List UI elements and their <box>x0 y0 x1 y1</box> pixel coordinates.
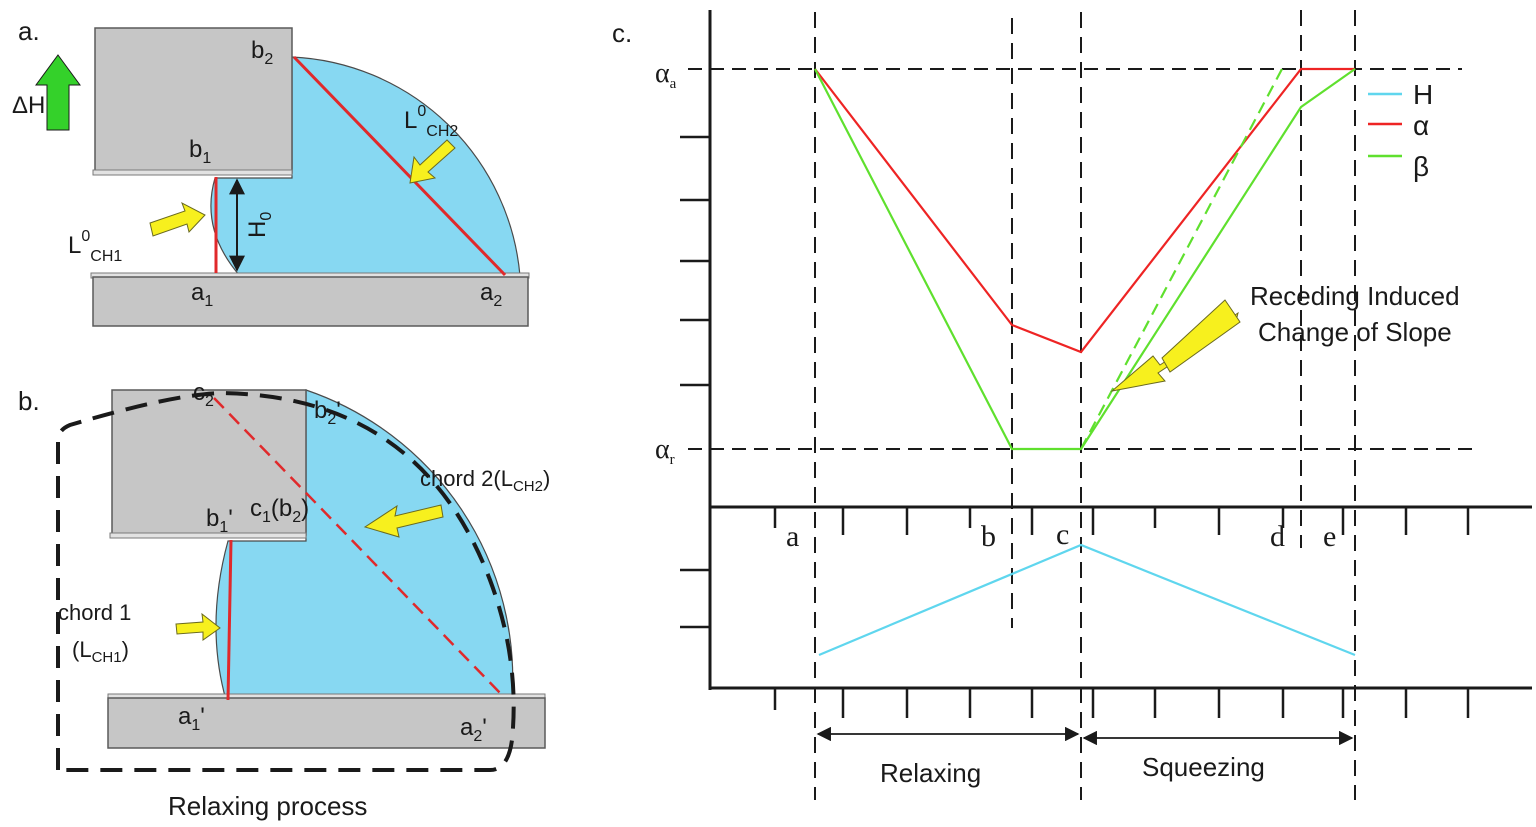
bottom-plate-b <box>107 697 546 749</box>
bottom-plate-a <box>92 276 529 327</box>
annotation-line2: Change of Slope <box>1258 317 1452 347</box>
beta-curve <box>814 68 1356 451</box>
mid-x-ticks <box>773 507 1470 535</box>
panel-c-label: c. <box>612 18 632 48</box>
label-a1: a1 <box>191 279 213 310</box>
bottom-x-ticks <box>773 688 1470 718</box>
alpha-a-label: αa <box>655 58 677 92</box>
label-b1-prime: b1' <box>206 505 233 536</box>
upper-y-ticks <box>680 135 710 629</box>
beta-extrapolation <box>1080 68 1283 450</box>
pointer-arrow-icon <box>363 504 444 538</box>
up-arrow-icon <box>35 54 81 131</box>
label-b2-prime: b2' <box>314 397 341 428</box>
panel-c: c. <box>612 10 1532 800</box>
caption-relaxing-process: Relaxing process <box>168 791 367 821</box>
stage-label-c: c <box>1056 518 1069 551</box>
chord-2-a <box>292 55 507 277</box>
label-b1: b1 <box>189 136 211 167</box>
panel-a: a. ΔH b2 b1 a1 a2 H0 L0CH1 L0CH2 <box>12 16 530 327</box>
label-c1-b2: c1(b2) <box>250 495 309 526</box>
label-chord-1-line1: chord 1 <box>58 600 131 625</box>
h-curve <box>818 543 1356 657</box>
alpha-curve <box>814 67 1355 354</box>
label-chord-2: chord 2(LCH2) <box>420 466 550 495</box>
panel-b: b. c2 b2' b1' c1(b2) chord 2(LCH2) chord… <box>18 379 550 821</box>
stage-label-b: b <box>981 520 996 553</box>
pointer-arrow-icon <box>409 139 456 184</box>
label-a2-prime: a2' <box>460 714 487 745</box>
legend-label-alpha: α <box>1413 110 1429 141</box>
label-b2: b2 <box>251 37 273 68</box>
legend-label-beta: β <box>1413 151 1429 182</box>
stage-label-d: d <box>1270 520 1285 553</box>
squeezing-label: Squeezing <box>1142 752 1265 782</box>
pointer-arrow-icon <box>1161 299 1241 373</box>
stage-label-a: a <box>786 520 799 553</box>
label-lch1: L0CH1 <box>68 228 122 265</box>
pointer-arrow-icon <box>175 612 221 641</box>
label-h0: H0 <box>244 212 275 238</box>
top-plate-b <box>111 389 307 536</box>
panel-a-label: a. <box>18 16 40 46</box>
label-a2: a2 <box>480 279 502 310</box>
legend: H α β <box>1368 79 1433 182</box>
stage-label-e: e <box>1323 520 1336 553</box>
chord-1-b <box>226 539 233 701</box>
liquid-bridge-b <box>215 389 514 701</box>
stage-lines <box>814 10 1356 800</box>
top-plate-texture-b <box>109 532 307 539</box>
dashed-outline-b <box>56 390 516 772</box>
top-plate-a <box>94 27 293 174</box>
label-lch2: L0CH2 <box>404 103 458 140</box>
label-a1-prime: a1' <box>178 703 205 734</box>
alpha-r-label: αr <box>655 434 675 468</box>
panel-b-label: b. <box>18 386 40 416</box>
liquid-bridge-a <box>210 56 521 277</box>
label-chord-1-line2: (LCH1) <box>72 637 129 666</box>
top-plate-texture-a <box>92 169 293 176</box>
pointer-arrow-icon <box>149 201 206 237</box>
annotation-line1: Receding Induced <box>1250 281 1460 311</box>
chord-2-b <box>213 397 503 696</box>
legend-label-h: H <box>1413 79 1433 110</box>
label-c2: c2 <box>193 379 214 410</box>
delta-h-label: ΔH <box>12 92 45 119</box>
relaxing-label: Relaxing <box>880 758 981 788</box>
